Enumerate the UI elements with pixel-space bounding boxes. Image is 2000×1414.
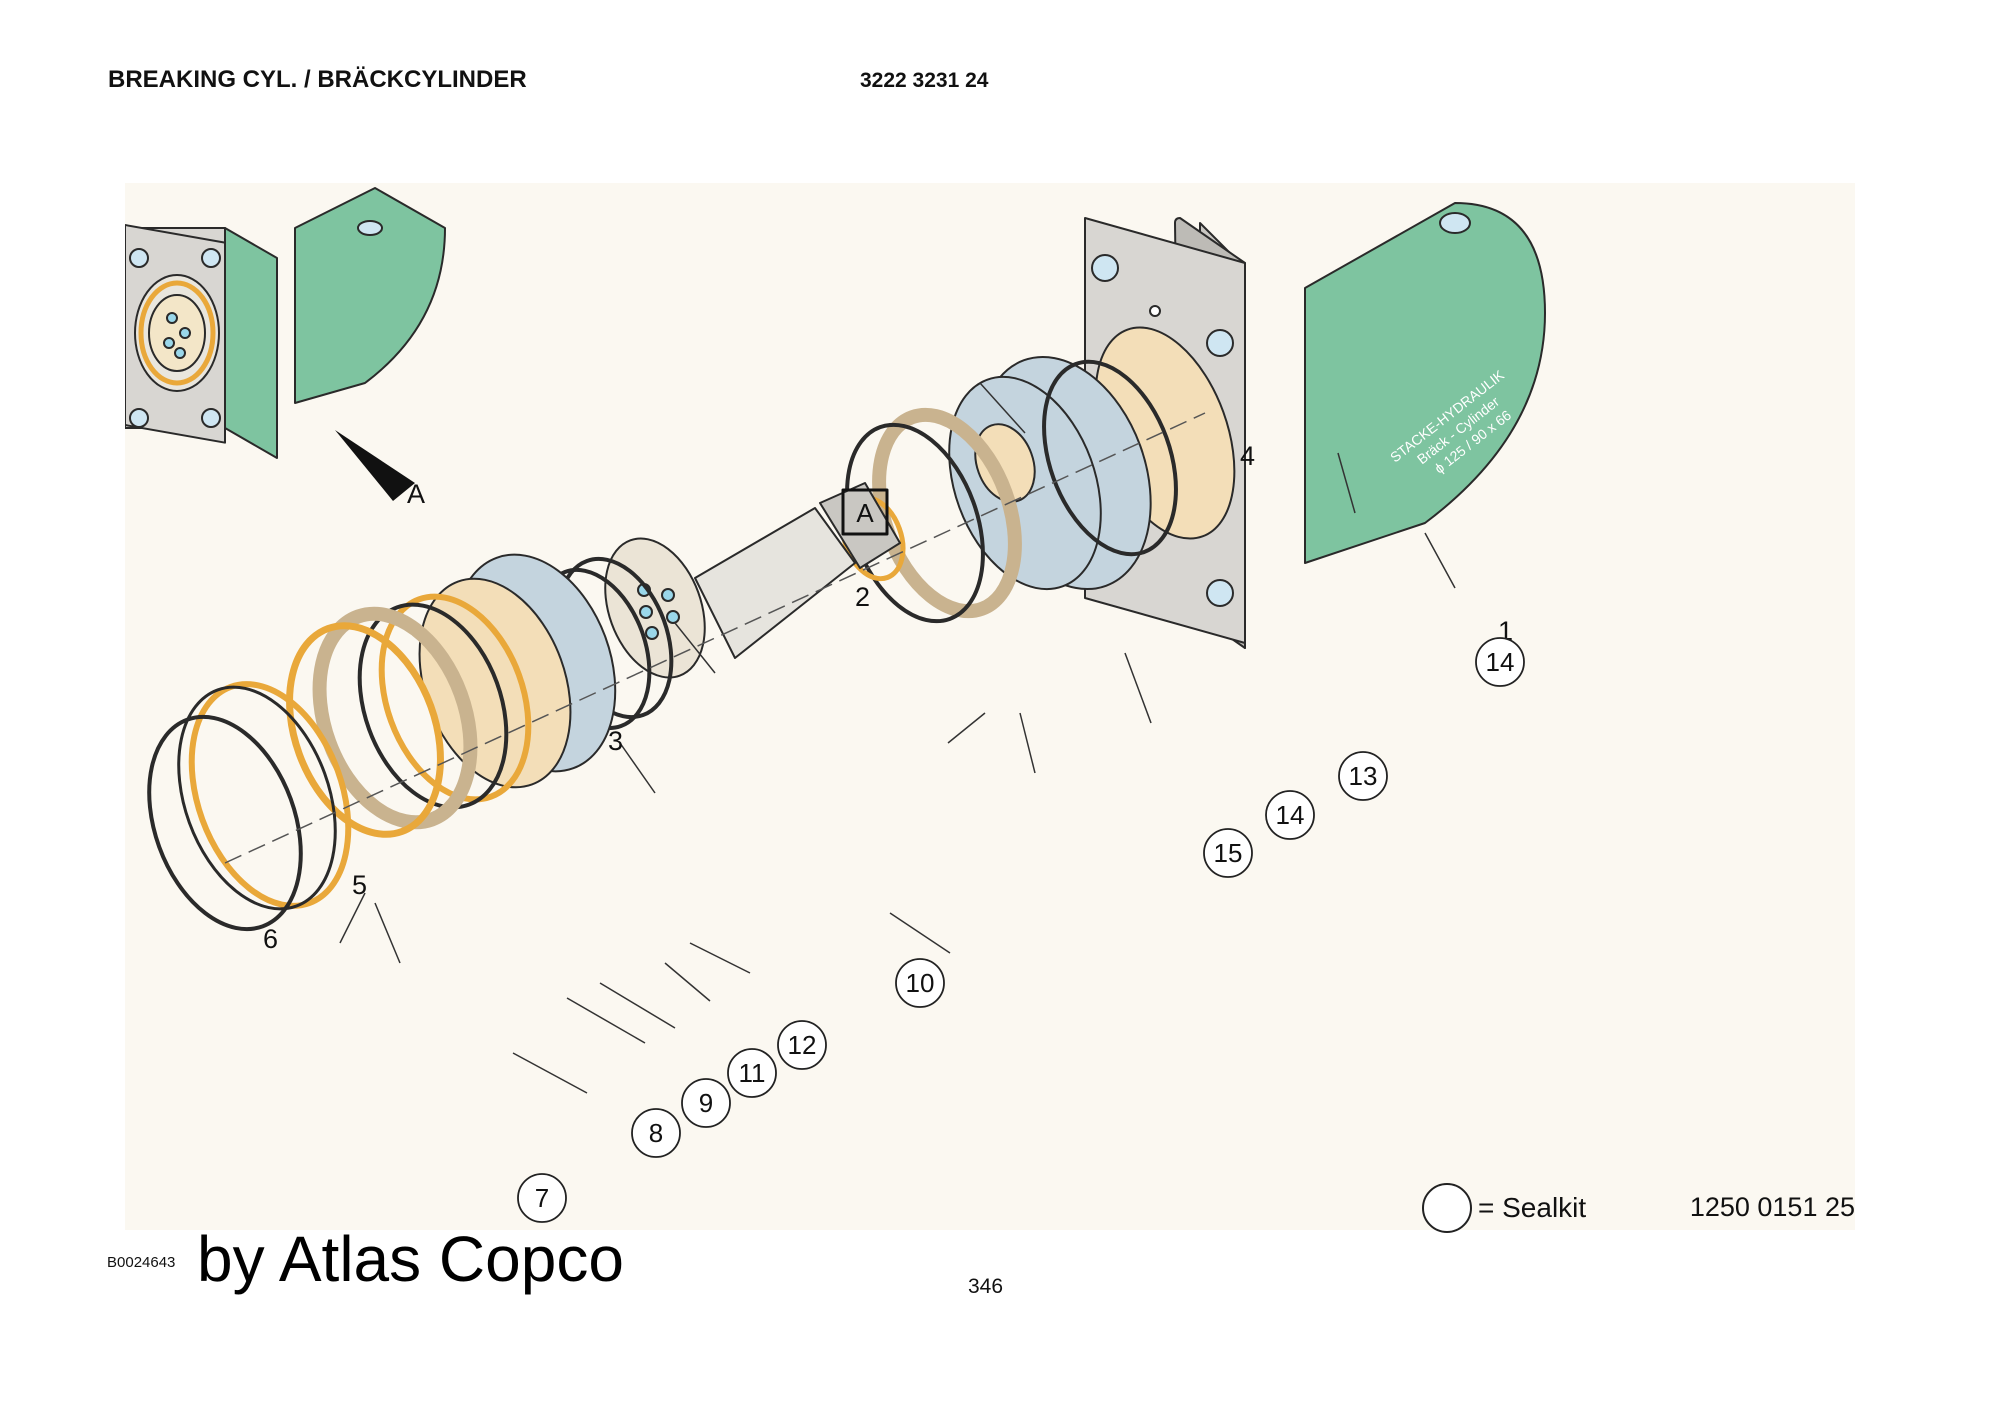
part-label-6: 6: [263, 924, 278, 954]
part-label-4: 4: [1240, 441, 1255, 471]
seal-label-10: 10: [906, 968, 935, 998]
seal-label-14a: 14: [1276, 800, 1305, 830]
seal-marker-12: [777, 1020, 827, 1070]
axis-line: [224, 412, 1206, 864]
view-label-a: A: [407, 479, 425, 509]
page-title: BREAKING CYL. / BRÄCKCYLINDER: [108, 66, 527, 93]
seal-marker-8: [631, 1108, 681, 1158]
seal-marker-15: [1203, 828, 1253, 878]
leader-lines: [339, 382, 1456, 1094]
seal-label-13: 13: [1349, 761, 1378, 791]
part-label-5: 5: [352, 870, 367, 900]
seal-marker-14b: [1475, 637, 1525, 687]
seal-marker-14a: [1265, 790, 1315, 840]
legend-text: = Sealkit: [1478, 1192, 1587, 1223]
part-label-3: 3: [608, 726, 623, 756]
detail-box-label: A: [856, 498, 874, 528]
seal-marker-11: [727, 1048, 777, 1098]
piston-rod: [604, 482, 901, 679]
exploded-view-drawing: STACKE-HYDRAULIK Bräck - Cylinder ϕ 125 …: [125, 187, 1546, 1223]
reference-code: B0024643: [107, 1254, 176, 1271]
inset-cylinder: [125, 187, 446, 459]
view-arrow-icon: [335, 430, 415, 501]
seal-label-12: 12: [788, 1030, 817, 1060]
seal-marker-10: [895, 958, 945, 1008]
legend-circle-icon: [1422, 1183, 1472, 1233]
diagram-number: 1250 0151 25: [1689, 1192, 1855, 1222]
seal-label-9: 9: [699, 1088, 713, 1118]
exploded-view-panel: STACKE-HYDRAULIK Bräck - Cylinder ϕ 125 …: [125, 183, 1855, 1233]
seal-label-8: 8: [649, 1118, 663, 1148]
detail-box: [841, 488, 889, 536]
seal-marker-9: [681, 1078, 731, 1128]
part-label-2: 2: [855, 582, 870, 612]
sealkit-legend: = Sealkit: [1422, 1183, 1586, 1233]
piston-upper: [948, 355, 1152, 591]
brand-watermark: by Atlas Copco: [197, 1223, 624, 1295]
seal-label-14b: 14: [1486, 647, 1515, 677]
seal-marker-7: [517, 1173, 567, 1223]
seal-label-7: 7: [535, 1183, 549, 1213]
seal-label-11: 11: [739, 1058, 766, 1088]
part-number: 3222 3231 24: [860, 69, 989, 92]
seal-label-15: 15: [1214, 838, 1243, 868]
page-number: 346: [968, 1275, 1004, 1298]
seal-marker-13: [1338, 751, 1388, 801]
